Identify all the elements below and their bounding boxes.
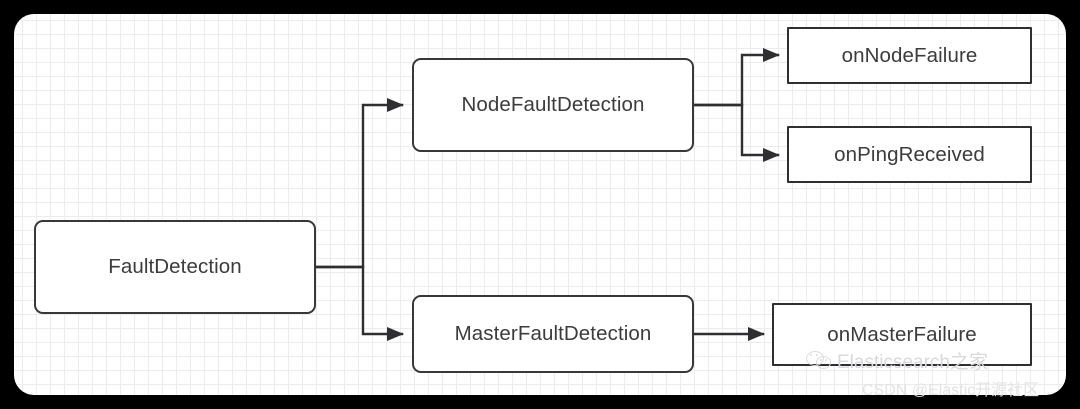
node-nodefaultdetection-label: NodeFaultDetection [461, 93, 645, 116]
node-masterfaultdetection-label: MasterFaultDetection [454, 322, 652, 345]
node-faultdetection-label: FaultDetection [108, 255, 242, 278]
node-onnodefailure[interactable]: onNodeFailure [787, 27, 1032, 84]
node-masterfaultdetection[interactable]: MasterFaultDetection [412, 295, 694, 373]
node-onnodefailure-label: onNodeFailure [841, 43, 978, 67]
node-onmasterfailure-label: onMasterFailure [827, 322, 977, 346]
node-onpingreceived[interactable]: onPingReceived [787, 126, 1032, 183]
node-onmasterfailure[interactable]: onMasterFailure [772, 303, 1032, 366]
node-onpingreceived-label: onPingReceived [834, 142, 985, 166]
node-faultdetection[interactable]: FaultDetection [34, 220, 316, 314]
node-nodefaultdetection[interactable]: NodeFaultDetection [412, 58, 694, 152]
